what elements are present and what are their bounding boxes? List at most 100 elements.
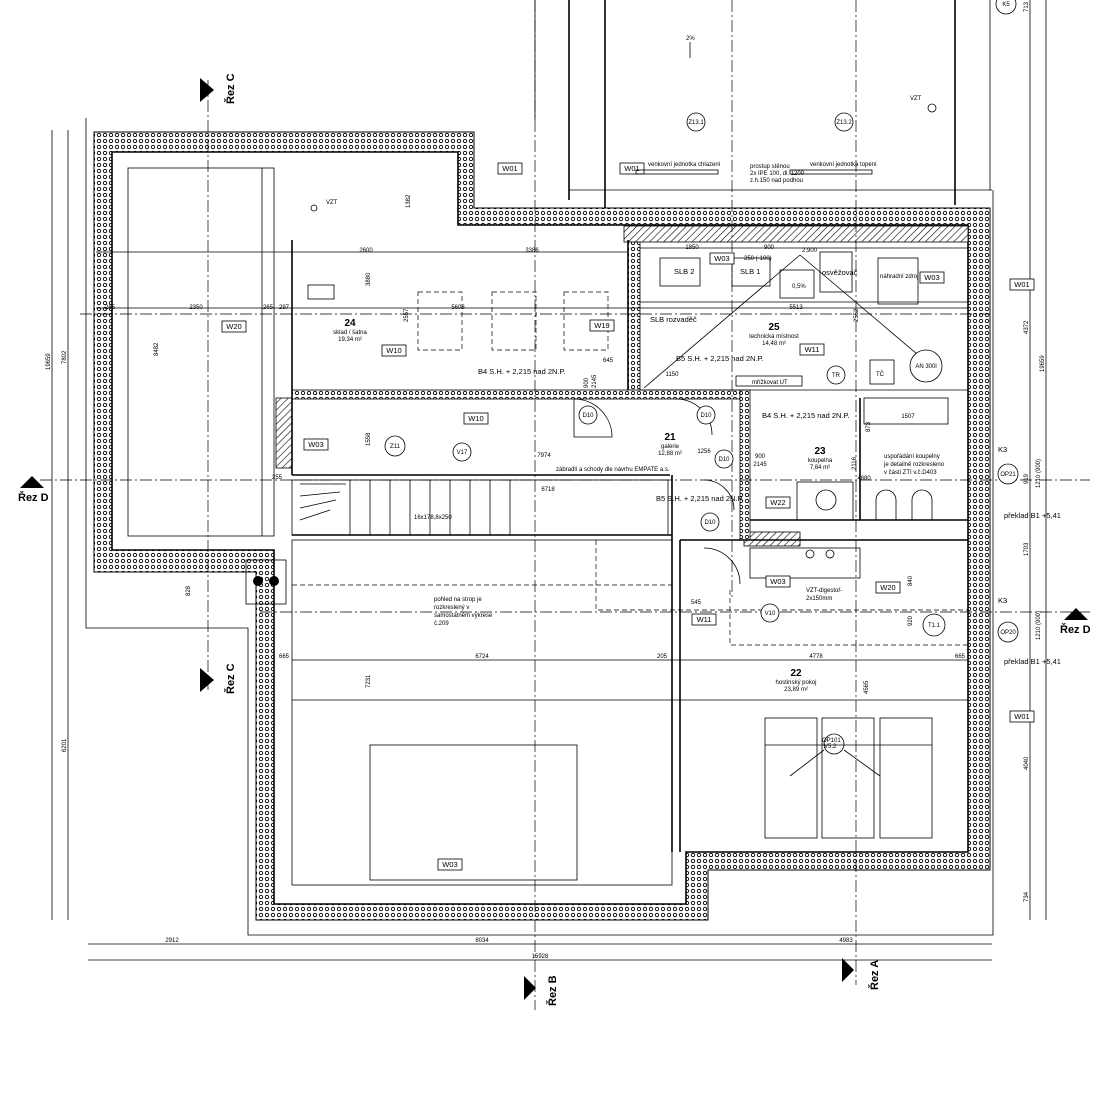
svg-text:7802: 7802 [62, 350, 68, 364]
terrace-area [534, 0, 992, 208]
svg-text:645: 645 [603, 358, 614, 364]
svg-text:D10: D10 [718, 457, 730, 463]
tag-t11: T1.1 [922, 613, 946, 637]
svg-text:8482: 8482 [154, 342, 160, 356]
section-d-left: Řez D [18, 476, 49, 504]
window-tag: W01 [619, 162, 645, 175]
svg-text:1210 (900): 1210 (900) [1036, 611, 1042, 640]
note-lintel-1: překlad B1 +5,41 [1004, 511, 1061, 520]
room-23-number: 23 [814, 446, 826, 457]
tag-z11: Z11 [384, 435, 406, 457]
svg-text:W22: W22 [770, 498, 785, 507]
svg-text:2116: 2116 [852, 456, 858, 470]
note-slb-switchboard: SLB rozvaděč [650, 315, 697, 324]
note-slb1: SLB 1 [740, 267, 760, 276]
svg-text:W03: W03 [770, 577, 785, 586]
svg-text:6718: 6718 [541, 487, 555, 493]
svg-text:2350: 2350 [189, 305, 203, 311]
room-23: 23 koupelna 7,64 m² [808, 446, 833, 471]
tag-an300: AN 300l [909, 349, 943, 383]
note-v52: V5.2 [824, 744, 837, 750]
svg-text:3386: 3386 [525, 248, 539, 254]
note-wall-passage-2: 2x IPE 100, dl. 1200 [750, 171, 805, 177]
svg-text:4983: 4983 [839, 938, 853, 944]
svg-text:1256: 1256 [697, 449, 711, 455]
note-wall-passage-3: z.h.150 nad podhou [750, 178, 803, 184]
svg-text:19659: 19659 [46, 353, 52, 370]
svg-text:TR: TR [832, 373, 841, 379]
room-23-area: 7,64 m² [810, 465, 830, 471]
tag-d10: D10 [578, 405, 598, 425]
section-a: Řez A [842, 958, 881, 990]
svg-text:V17: V17 [457, 450, 468, 456]
note-backup-source: náhradní zdroj [880, 274, 918, 280]
svg-text:265: 265 [105, 305, 116, 311]
svg-text:665: 665 [279, 654, 290, 660]
svg-text:1558: 1558 [366, 432, 372, 446]
room-22: 22 hostinský pokoj 23,89 m² [775, 668, 816, 693]
svg-text:W11: W11 [697, 615, 712, 624]
window-tag: W03 [919, 271, 945, 284]
grid-axes [40, 0, 1090, 1010]
svg-text:W03: W03 [924, 273, 939, 282]
window-tag: W03 [303, 438, 329, 451]
window-tag: W01 [1009, 710, 1035, 723]
note-outdoor-heating: venkovní jednotka topení [810, 162, 877, 168]
dimension-lines [51, 0, 1047, 961]
tag-v10: V10 [760, 603, 780, 623]
window-tag: W20 [875, 581, 901, 594]
window-tag: W03 [437, 858, 463, 871]
note-vzt-hood-1: VZT-digestoř- [806, 588, 842, 594]
svg-text:T1.1: T1.1 [928, 623, 941, 629]
window-tag: W19 [589, 319, 615, 332]
svg-text:Z11: Z11 [390, 444, 401, 450]
room-21: 21 galerie 12,88 m² [658, 432, 682, 457]
section-c-top: Řez C [200, 73, 237, 104]
svg-text:713: 713 [1024, 1, 1030, 12]
svg-text:1507: 1507 [901, 414, 915, 420]
room-23-name: koupelna [808, 458, 833, 464]
room-24: 24 sklad / šatna 19,34 m² [333, 318, 367, 343]
stair-treads [299, 480, 511, 535]
note-bath-layout-2: je detailně rozkresleno [883, 462, 945, 468]
svg-text:545: 545 [691, 600, 702, 606]
equipment-tags: Z13.1 Z13.2 Z11 V17 V10 TR AN 300l OP21 … [384, 0, 1019, 643]
note-freshener: osvěžovač [822, 268, 858, 277]
window-tag: W03 [709, 252, 735, 265]
note-level: 2,900 [802, 248, 818, 254]
svg-text:265: 265 [263, 305, 274, 311]
svg-text:1703: 1703 [1024, 542, 1030, 556]
svg-text:W03: W03 [308, 440, 323, 449]
svg-text:900: 900 [764, 245, 775, 251]
svg-text:1382: 1382 [406, 194, 412, 208]
note-slb2: SLB 2 [674, 267, 694, 276]
room-22-number: 22 [790, 668, 802, 679]
note-wall-passage-1: prostup stěnou [750, 164, 790, 170]
room-25-number: 25 [768, 322, 780, 333]
note-b5-a: B5 S.H. + 2,215 nad 2N.P. [676, 354, 764, 363]
svg-text:2912: 2912 [165, 938, 179, 944]
room-25-name: technická místnost [749, 334, 799, 340]
svg-text:6201: 6201 [62, 738, 68, 752]
svg-text:5608: 5608 [451, 305, 465, 311]
svg-text:1210 (900): 1210 (900) [1036, 459, 1042, 488]
note-bath-layout-3: v části ZTI v.č.D403 [884, 470, 937, 476]
section-d-left-label: Řez D [18, 491, 49, 504]
note-level-250: 250 (-100) [744, 256, 772, 262]
note-op101: OP101 [822, 738, 841, 744]
svg-text:4040: 4040 [1024, 756, 1030, 770]
section-c-top-label: Řez C [224, 73, 237, 104]
svg-text:297: 297 [279, 305, 290, 311]
tag-k5: K5 [995, 0, 1017, 15]
svg-text:873: 873 [866, 421, 872, 432]
note-ceiling-view-2: rozkreslený v [434, 605, 469, 611]
beds [764, 717, 933, 839]
room-21-number: 21 [664, 432, 676, 443]
svg-text:920: 920 [908, 615, 914, 626]
window-tag: W11 [799, 343, 825, 356]
svg-text:W01: W01 [1014, 712, 1029, 721]
svg-text:19659: 19659 [1040, 355, 1046, 372]
svg-text:900: 900 [584, 377, 590, 388]
annotations: venkovní jednotka chlazení venkovní jedn… [245, 36, 1061, 777]
svg-text:W10: W10 [468, 414, 483, 423]
